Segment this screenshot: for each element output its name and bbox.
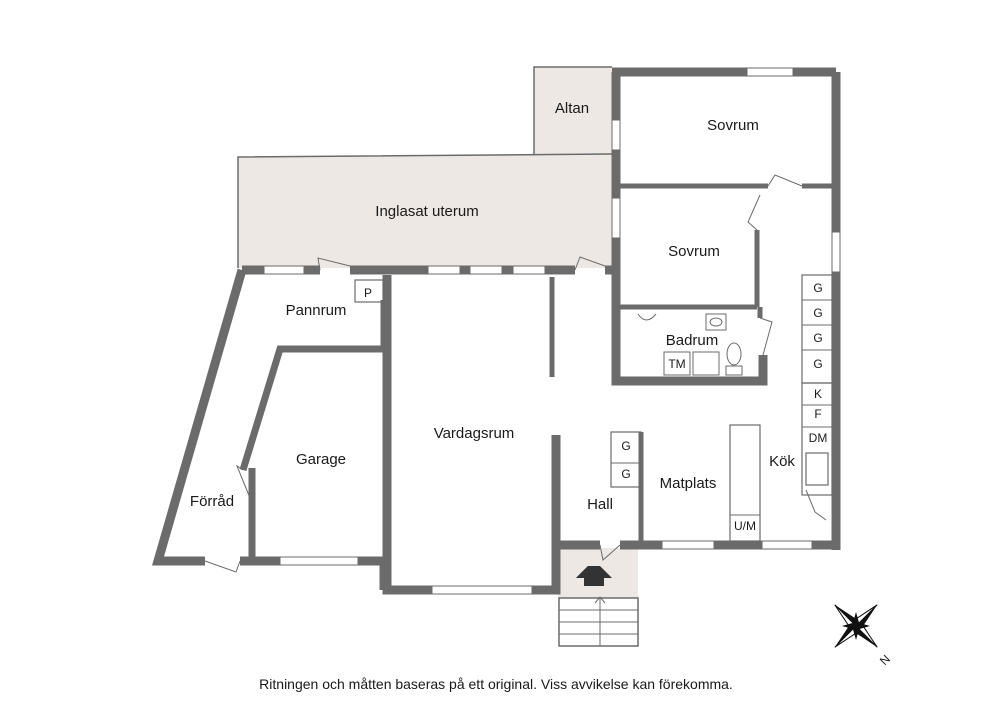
appliance-g-1: G	[813, 281, 822, 295]
room-label-sovrum-2: Sovrum	[668, 243, 720, 260]
compass-rose-icon	[834, 604, 878, 648]
appliance-g-3: G	[813, 331, 822, 345]
glazed-room-floor	[238, 154, 612, 268]
appliance-um: U/M	[734, 519, 756, 533]
appliance-g-6: G	[621, 467, 630, 481]
room-label-matplats: Matplats	[660, 475, 717, 492]
appliance-g-2: G	[813, 306, 822, 320]
appliance-p: P	[364, 286, 372, 300]
appliance-tm: TM	[668, 357, 685, 371]
windows	[263, 67, 841, 595]
doors	[204, 174, 827, 573]
appliance-labels: P TM G G G G K F DM G G U/M	[364, 281, 827, 533]
room-label-altan: Altan	[555, 100, 589, 117]
room-label-garage: Garage	[296, 451, 346, 468]
room-label-pannrum: Pannrum	[286, 302, 347, 319]
entrance-arrow-icon	[576, 566, 612, 586]
disclaimer-text: Ritningen och måtten baseras på ett orig…	[259, 676, 733, 692]
room-label-vardagsrum: Vardagsrum	[434, 425, 515, 442]
room-labels: Altan Sovrum Inglasat uterum Sovrum Pann…	[190, 100, 796, 513]
compass-north-label: N	[877, 652, 893, 668]
balcony-floor	[534, 67, 612, 155]
appliance-g-5: G	[621, 439, 630, 453]
appliance-g-4: G	[813, 357, 822, 371]
appliance-f: F	[814, 407, 821, 421]
kitchen-counter	[354, 274, 833, 542]
room-label-inglasat-uterum: Inglasat uterum	[375, 203, 478, 220]
appliance-dividers	[611, 299, 832, 516]
appliance-k: K	[814, 387, 822, 401]
room-label-hall: Hall	[587, 496, 613, 513]
outdoor-floors	[238, 67, 638, 598]
room-label-badrum: Badrum	[666, 332, 719, 349]
walls	[152, 67, 841, 595]
room-label-sovrum-1: Sovrum	[707, 117, 759, 134]
entrance-stairs	[559, 596, 638, 646]
room-label-forrad: Förråd	[190, 493, 234, 510]
bathroom-fixtures	[637, 313, 743, 376]
room-label-kok: Kök	[769, 453, 795, 470]
appliance-dm: DM	[809, 431, 828, 445]
